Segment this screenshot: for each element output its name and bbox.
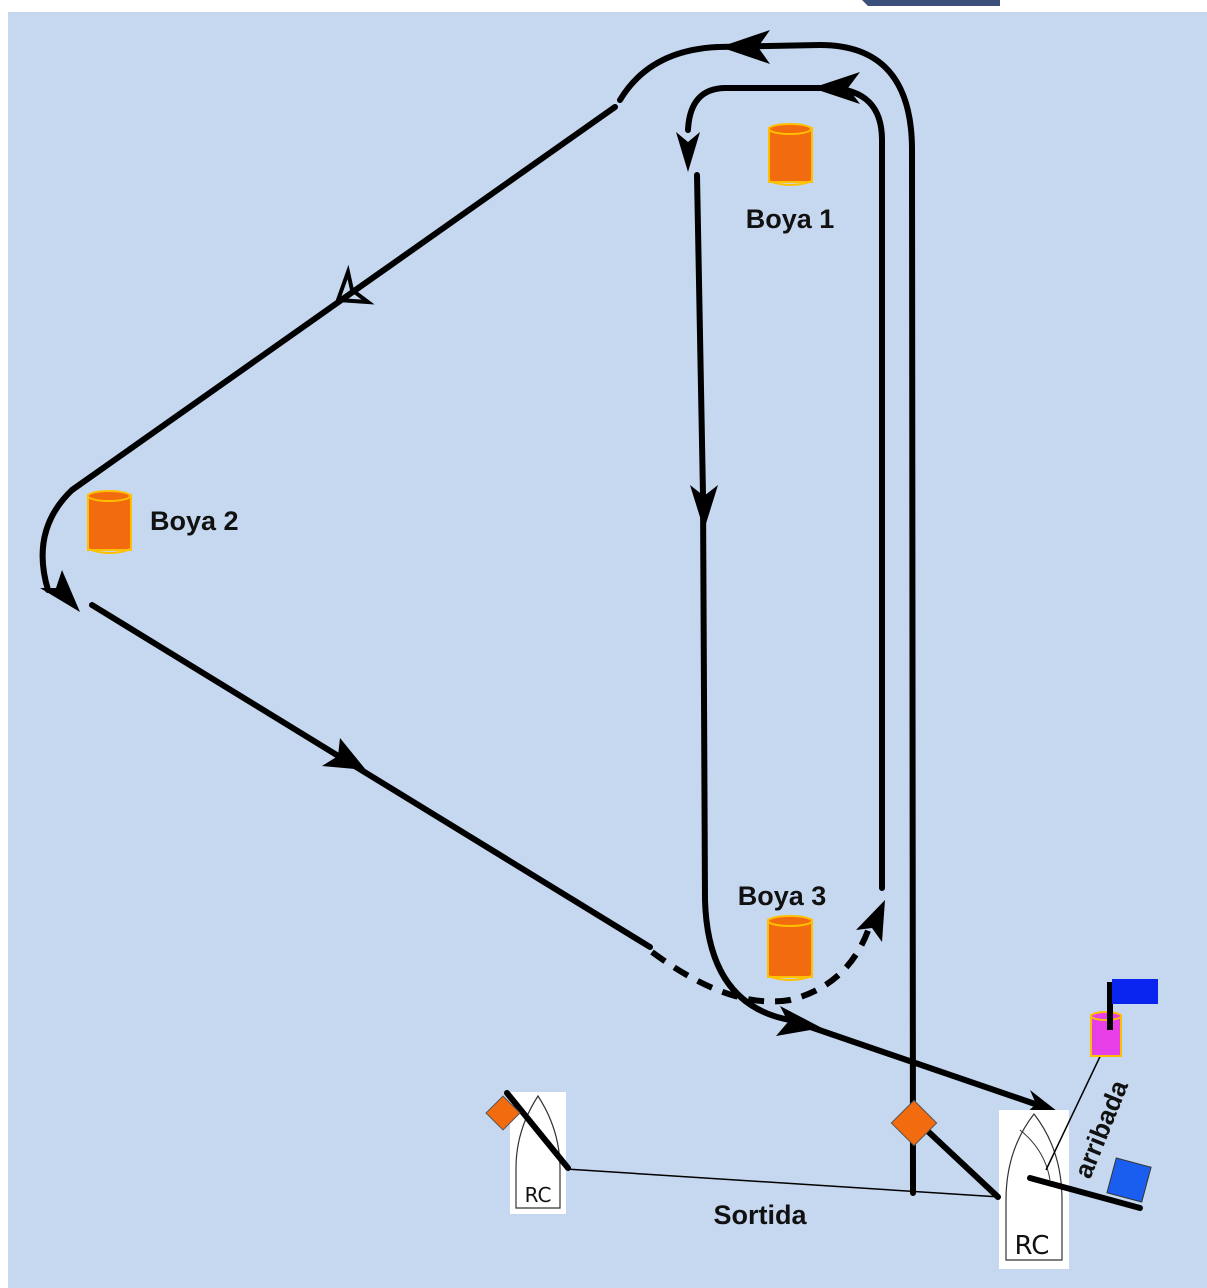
start-flag-pole [915, 1119, 1001, 1200]
arrowhead-icon [812, 72, 860, 104]
finish-line [1045, 1043, 1107, 1171]
run-leg-lower [700, 492, 793, 1023]
flag-icon [890, 1099, 938, 1147]
arrowhead-icon [335, 264, 375, 305]
start-line [565, 1168, 1001, 1198]
committee-boat-right-label: RC [1015, 1231, 1050, 1261]
finish-buoy [1090, 979, 1158, 1057]
arrowhead-icon [856, 900, 885, 942]
buoy-3-label: Boya 3 [738, 881, 827, 911]
committee-boat-left: RC [485, 1090, 571, 1214]
arrowhead-icon [322, 738, 366, 770]
upwind-leg-outer [715, 42, 916, 1196]
flag-pole [504, 1090, 571, 1171]
water-area [8, 12, 1207, 1288]
committee-boat-left-label: RC [525, 1183, 552, 1207]
buoy-icon [87, 494, 132, 551]
arrowhead-icon [776, 1006, 822, 1036]
top-edge-fragment [862, 0, 1000, 6]
arrowhead-icon [720, 30, 770, 64]
buoy-2: Boya 2 [87, 490, 239, 554]
buoy-1-label: Boya 1 [746, 204, 835, 234]
finish-flag-pole [1027, 1175, 1143, 1211]
buoy-3: Boya 3 [738, 881, 827, 981]
reach-leg-to-buoy3 [89, 602, 653, 950]
buoy-icon [1090, 1014, 1122, 1057]
arrowhead-icon [1024, 1090, 1062, 1115]
arrowhead-icon [676, 132, 700, 172]
buoy-icon [768, 127, 813, 183]
flag-icon [1106, 1157, 1152, 1203]
flag-icon [485, 1095, 521, 1131]
arrowhead-icon [690, 485, 718, 530]
dashed-rounding-buoy3 [650, 924, 873, 1005]
arrowheads [40, 30, 1062, 1115]
buoy-2-label: Boya 2 [150, 506, 239, 536]
buoy-1: Boya 1 [746, 123, 835, 234]
flag-icon [1112, 979, 1158, 1004]
arrowhead-icon [40, 570, 80, 612]
run-leg-upper [694, 172, 706, 498]
committee-boat-right: RC [890, 1099, 1152, 1269]
turn-top-outer [617, 44, 721, 103]
finish-leg [787, 1017, 1041, 1108]
start-line-label: Sortida [713, 1200, 807, 1230]
rounding-buoy2 [39, 487, 75, 593]
buoy-icon [767, 919, 813, 978]
